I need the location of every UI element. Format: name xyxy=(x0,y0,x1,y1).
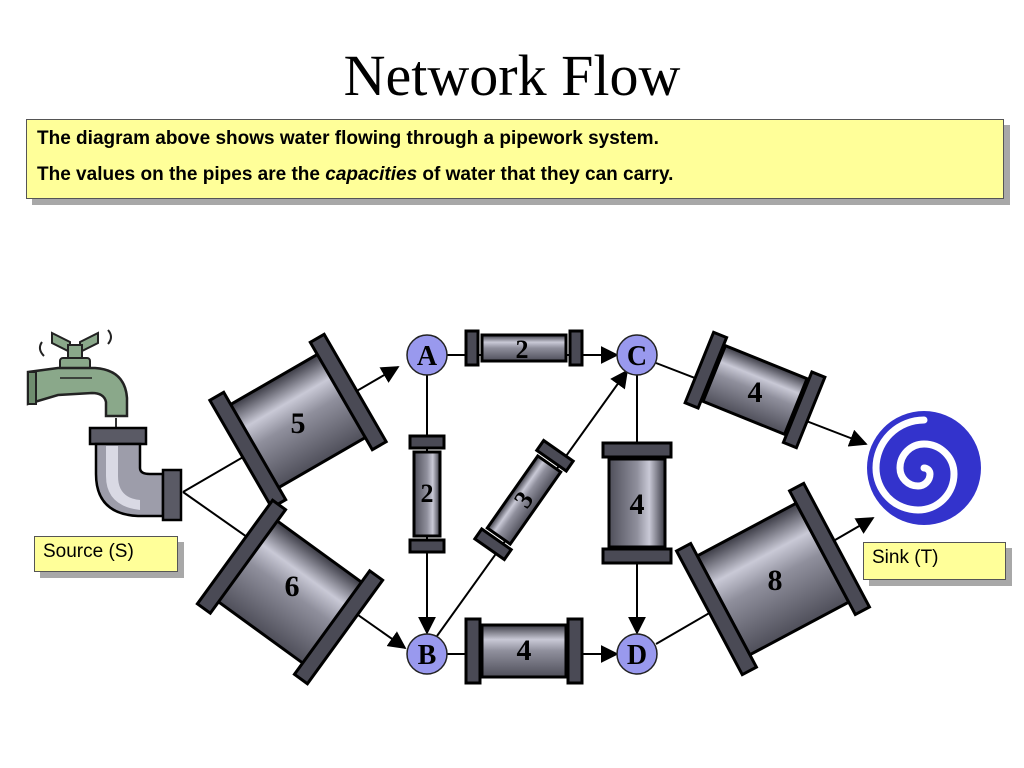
pipe-a-b xyxy=(408,434,446,554)
node-d-label: D xyxy=(627,640,647,671)
source-label: Source (S) xyxy=(34,536,178,572)
capacity-label-a-b: 2 xyxy=(421,479,434,508)
node-b: B xyxy=(406,633,448,675)
node-c-label: C xyxy=(627,341,647,372)
spiral-sink-icon xyxy=(867,411,981,525)
pipe-s-b xyxy=(195,498,385,686)
description-line-2-start: The values on the pipes are the xyxy=(37,164,326,185)
capacity-label-a-c: 2 xyxy=(516,335,529,364)
node-b-label: B xyxy=(418,640,437,671)
node-a: A xyxy=(406,334,448,376)
pipe-b-d xyxy=(464,617,584,685)
description-line-1: The diagram above shows water flowing th… xyxy=(37,128,659,149)
pipe-a-c xyxy=(464,329,584,367)
node-a-label: A xyxy=(417,341,438,372)
node-d: D xyxy=(616,633,658,675)
pipe-c-t xyxy=(683,330,827,450)
pipe-s-a xyxy=(207,332,389,510)
pipe-c-d xyxy=(601,441,673,565)
capacity-label-s-a: 5 xyxy=(291,407,306,440)
description-line-2: The values on the pipes are the capaciti… xyxy=(37,164,993,186)
pipe-d-t xyxy=(674,481,872,677)
description-line-2-end: of water that they can carry. xyxy=(417,164,674,185)
sink-label: Sink (T) xyxy=(863,542,1006,580)
capacity-label-s-b: 6 xyxy=(285,570,300,603)
capacity-label-b-d: 4 xyxy=(517,634,532,667)
capacity-label-c-t: 4 xyxy=(748,376,763,409)
capacity-label-c-d: 4 xyxy=(630,488,645,521)
faucet-icon xyxy=(26,329,183,522)
pipe-b-c xyxy=(472,438,576,562)
description-box: The diagram above shows water flowing th… xyxy=(26,119,1004,199)
node-c: C xyxy=(616,334,658,376)
page-title: Network Flow xyxy=(343,43,681,108)
capacity-label-d-t: 8 xyxy=(768,564,783,597)
description-emphasis: capacities xyxy=(325,164,418,185)
